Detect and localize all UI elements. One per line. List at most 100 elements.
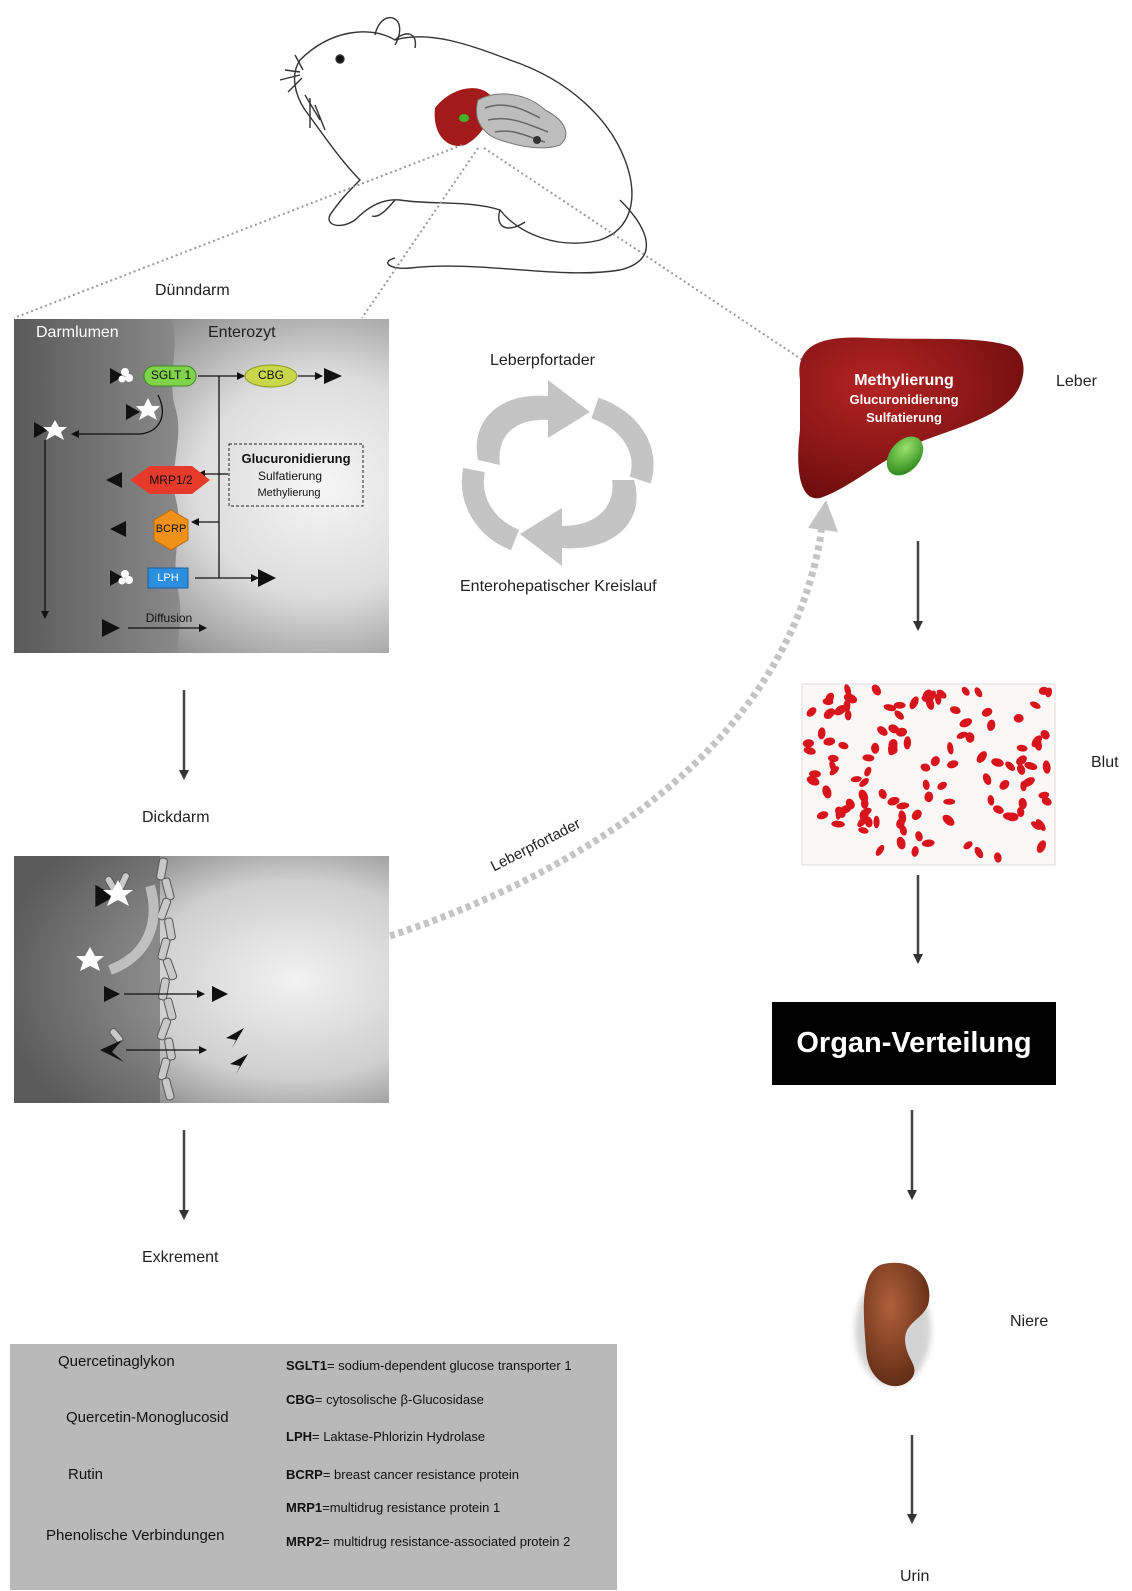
legend-phenolic: Phenolische Verbindungen: [46, 1527, 225, 1544]
label-small-intestine: Dünndarm: [155, 282, 230, 299]
metabolism-box: [228, 443, 364, 507]
bcrp-transporter: [153, 509, 189, 551]
cbg-label: CBG: [257, 368, 284, 382]
flow-arrows: [179, 541, 923, 1524]
blood-cell: [859, 778, 869, 787]
blood-cell: [844, 684, 852, 697]
diffusion-label: Diffusion: [145, 611, 193, 625]
legend-def-bcrp: BCRP= breast cancer resistance protein: [286, 1467, 520, 1482]
si-molecules: [34, 368, 342, 637]
sglt-label: SGLT 1: [150, 368, 192, 382]
kidney-illustration: [855, 1262, 931, 1387]
legend-def-mrp1: MRP1=multidrug resistance protein 1: [286, 1500, 501, 1515]
legend-rutin: Rutin: [68, 1466, 104, 1483]
blood-cell: [822, 698, 834, 706]
blood-cell: [894, 710, 904, 720]
blood-cell: [806, 775, 820, 786]
blood-cell: [1031, 735, 1042, 748]
blood-cell: [877, 726, 888, 736]
rat-intestine: [476, 93, 567, 149]
blood-cell: [924, 791, 934, 803]
large-intestine-panel: [14, 856, 389, 1103]
blood-cell: [864, 766, 872, 777]
blood-cell: [999, 779, 1010, 790]
blood-cell: [956, 731, 968, 739]
liver-line-3: Sulfatierung: [866, 410, 942, 425]
blood-cell: [858, 789, 869, 803]
lph-label: LPH: [157, 572, 179, 584]
blood-cell: [844, 709, 852, 721]
blood-cell: [834, 704, 847, 716]
legend-def-mrp2: MRP2= multidrug resistance-associated pr…: [286, 1534, 571, 1549]
label-large-intestine: Dickdarm: [142, 809, 210, 826]
blood-cell: [1036, 840, 1047, 853]
blood-cell: [871, 684, 882, 696]
organ-distribution-box: Organ-Verteilung: [772, 1002, 1056, 1085]
blood-cell: [947, 760, 959, 769]
blood-cell: [961, 686, 970, 696]
blood-cell: [873, 815, 880, 829]
blood-cell: [871, 742, 880, 754]
enterohepatic-cycle: [461, 380, 654, 566]
blood-cell: [823, 737, 836, 746]
blood-cell: [974, 846, 984, 859]
blood-cell: [845, 798, 855, 810]
blood-cell: [883, 704, 897, 712]
blood-cell: [911, 846, 919, 857]
blood-cell: [993, 805, 1004, 814]
blood-cell: [825, 708, 836, 717]
blood-cell: [838, 741, 849, 750]
blood-cell: [893, 701, 906, 709]
blood-cell: [858, 827, 869, 834]
blood-cell: [911, 809, 922, 821]
blood-cell: [822, 785, 832, 799]
blood-cell: [976, 751, 987, 763]
blood-cell: [878, 789, 887, 799]
blood-cell: [831, 820, 845, 828]
blood-cell: [965, 732, 975, 743]
liver-illustration: [798, 337, 1024, 499]
legend-monoglucosid: Quercetin-Monoglucosid: [66, 1409, 229, 1426]
blood-cell: [934, 693, 942, 705]
blood-cell: [1017, 764, 1026, 775]
blood-cell: [1038, 686, 1050, 695]
blood-cell: [949, 706, 961, 714]
blood-cell: [937, 781, 947, 790]
blood-cell: [909, 696, 919, 710]
blood-cell: [903, 736, 912, 750]
blood-cell: [1016, 744, 1028, 752]
blood-cell: [875, 844, 885, 856]
blood-cell: [835, 806, 846, 818]
blood-cell: [987, 719, 996, 731]
portal-vein-path: [388, 500, 838, 940]
blood-cell: [915, 831, 923, 842]
blood-cell: [1038, 791, 1050, 799]
blood-cell: [1029, 701, 1041, 709]
legend-def-lph: LPH= Laktase-Phlorizin Hydrolase: [286, 1429, 486, 1444]
blood-cell: [959, 718, 973, 728]
metabolism-box-title: Glucuronidierung: [241, 451, 351, 466]
blood-cell: [896, 836, 906, 850]
blood-cell: [981, 707, 993, 717]
blood-cell: [994, 852, 1002, 863]
cbg-enzyme: [244, 364, 298, 388]
blood-cell: [802, 739, 814, 748]
blood-cell: [862, 754, 875, 762]
sglt-transporter: [143, 365, 197, 387]
blood-cell: [982, 773, 992, 785]
lph-enzyme: [147, 567, 189, 589]
blood-cell: [1016, 755, 1027, 766]
label-liver: Leber: [1056, 373, 1097, 390]
blood-cell: [974, 687, 983, 698]
small-intestine-panel: [14, 319, 389, 653]
blood-cell: [896, 818, 905, 829]
blood-cell: [806, 707, 817, 717]
label-kidney: Niere: [1010, 1313, 1049, 1330]
label-intestinal-lumen: Darmlumen: [36, 324, 119, 341]
blood-cell: [887, 796, 900, 806]
blood-cell: [991, 758, 1004, 767]
blood-cell: [922, 689, 933, 701]
blood-cell: [1013, 713, 1024, 723]
label-enterohepatic-cycle: Enterohepatischer Kreislauf: [460, 578, 657, 595]
